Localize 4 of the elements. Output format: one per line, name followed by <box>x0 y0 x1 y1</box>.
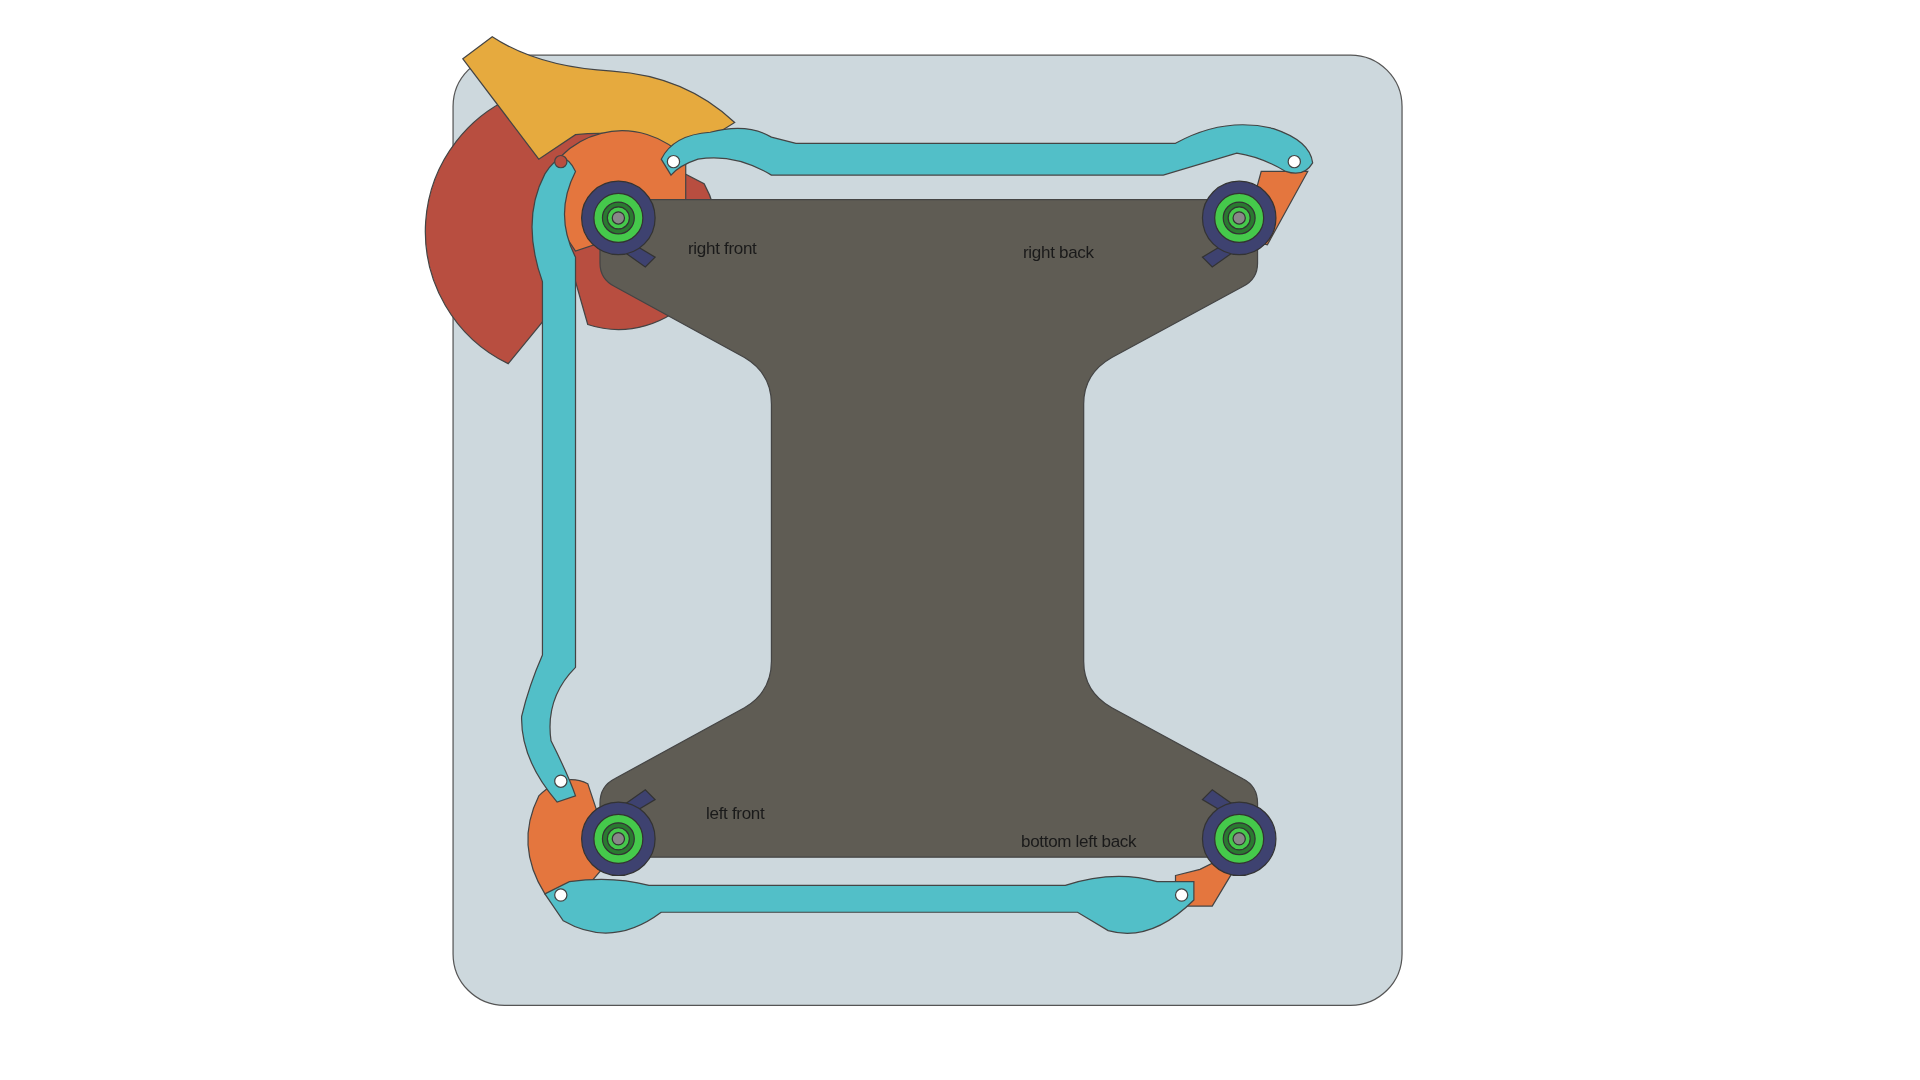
part-label: right back <box>1023 243 1094 263</box>
part-label: right front <box>688 239 757 259</box>
part-label: bottom left back <box>1021 832 1137 852</box>
part-label: left front <box>706 804 765 824</box>
